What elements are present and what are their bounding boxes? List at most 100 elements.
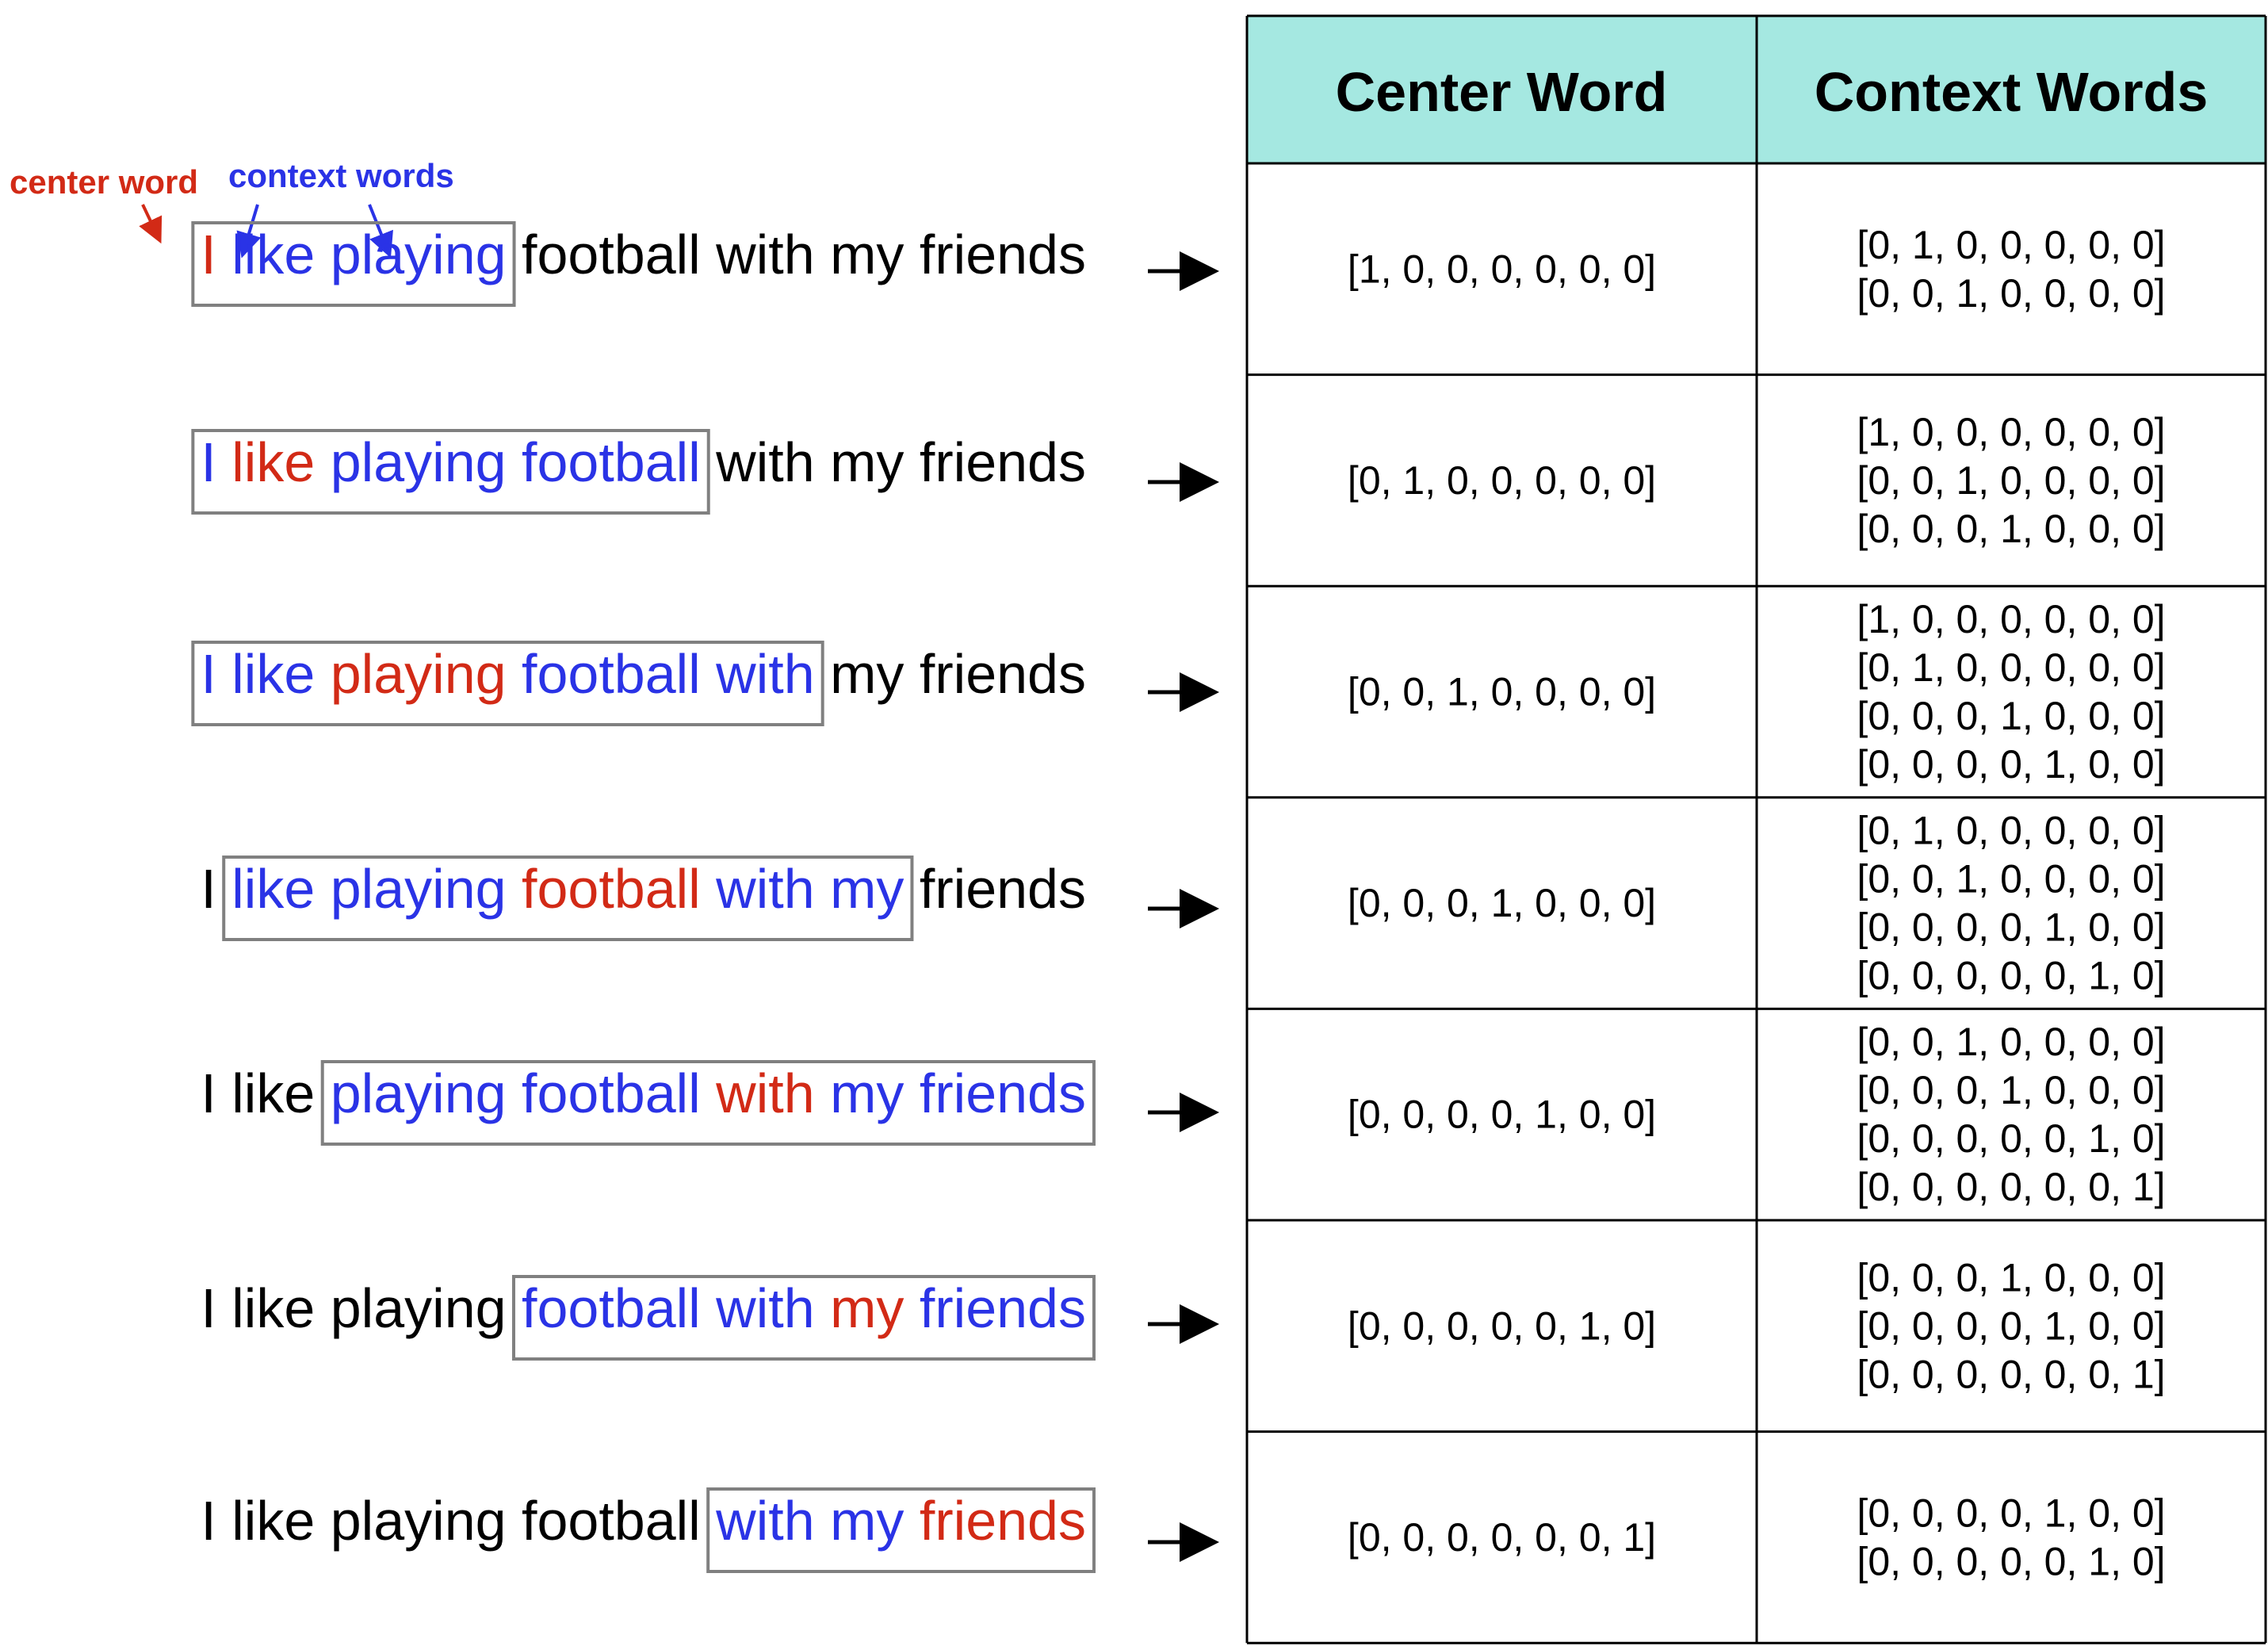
- sentence-word: playing: [315, 1490, 506, 1552]
- center-vector: [0, 0, 0, 0, 0, 1, 0]: [1348, 1303, 1656, 1348]
- context-words-label: context words: [228, 157, 454, 194]
- sentence-word: my: [815, 643, 905, 705]
- sentence-word: football: [507, 1490, 701, 1552]
- sentence-word: I: [201, 1062, 216, 1124]
- sentence-text: I like playing football with my friends: [201, 1490, 1086, 1552]
- context-vector: [0, 0, 0, 0, 1, 0, 0]: [1857, 1303, 2165, 1348]
- sentence-word: football: [507, 858, 701, 920]
- context-vector: [0, 0, 0, 0, 0, 0, 1]: [1857, 1352, 2165, 1396]
- context-vector: [1, 0, 0, 0, 0, 0, 0]: [1857, 597, 2165, 641]
- header-center-bg: [1247, 16, 1757, 163]
- context-vector: [0, 0, 1, 0, 0, 0, 0]: [1857, 458, 2165, 503]
- sentence-text: I like playing football with my friends: [201, 431, 1086, 493]
- sentence-text: I like playing football with my friends: [201, 224, 1086, 285]
- sentence-word: like: [216, 1062, 315, 1124]
- context-vector: [0, 0, 1, 0, 0, 0, 0]: [1857, 857, 2165, 901]
- context-window-box: [191, 429, 710, 515]
- sentence-row: I like playing football with my friends: [191, 429, 1219, 515]
- sentence-word: football: [507, 431, 701, 493]
- sentence-text: I like playing football with my friends: [201, 643, 1086, 705]
- context-vector: [0, 0, 0, 0, 0, 1, 0]: [1857, 1116, 2165, 1161]
- sentence-word: friends: [904, 643, 1086, 705]
- context-word-pointer-arrow-1: [236, 204, 262, 258]
- sentence-word: friends: [904, 1490, 1086, 1552]
- sentence-word: I: [201, 431, 216, 493]
- context-word-pointer-arrow-2: [368, 204, 393, 258]
- sentence-word: friends: [904, 1062, 1086, 1124]
- one-hot-table: Center Word Context Words [1, 0, 0, 0, 0…: [1245, 14, 2267, 1644]
- sentence-word: my: [815, 431, 905, 493]
- center-vector: [1, 0, 0, 0, 0, 0, 0]: [1348, 247, 1656, 291]
- sentence-word: my: [815, 1490, 905, 1552]
- sentence-word: with: [701, 224, 815, 285]
- sentence-row: I like playing football with my friends: [201, 856, 1219, 941]
- context-vector: [0, 0, 0, 1, 0, 0, 0]: [1857, 1068, 2165, 1112]
- sentence-word: with: [701, 1062, 815, 1124]
- sentence-row: I like playing football with my friends: [201, 1487, 1219, 1573]
- sentence-windows: I like playing football with my friendsI…: [191, 221, 1219, 1573]
- sentence-word: with: [701, 858, 815, 920]
- center-vector: [0, 0, 1, 0, 0, 0, 0]: [1348, 670, 1656, 714]
- sentence-word: friends: [904, 1277, 1086, 1339]
- context-vector: [0, 1, 0, 0, 0, 0, 0]: [1857, 809, 2165, 853]
- sentence-word: football: [507, 1277, 701, 1339]
- center-word-label: center word: [10, 163, 198, 201]
- sentence-word: with: [701, 431, 815, 493]
- center-word-pointer-arrow: [139, 204, 163, 244]
- context-window-box: [320, 1060, 1096, 1146]
- sentence-word: like: [216, 1490, 315, 1552]
- sentence-word: I: [201, 643, 216, 705]
- sentence-word: playing: [315, 431, 506, 493]
- sentence-word: playing: [315, 224, 506, 285]
- context-vector: [0, 0, 0, 0, 0, 1, 0]: [1857, 1539, 2165, 1583]
- header-context-words: Context Words: [1815, 61, 2209, 123]
- context-window-box: [512, 1275, 1096, 1361]
- sentence-row: I like playing football with my friends: [191, 221, 1219, 307]
- sentence-word: I: [201, 858, 216, 920]
- center-vector: [0, 0, 0, 1, 0, 0, 0]: [1348, 881, 1656, 925]
- sentence-word: football: [507, 224, 701, 285]
- sentence-word: with: [701, 1277, 815, 1339]
- sentence-word: football: [507, 1062, 701, 1124]
- sentence-text: I like playing football with my friends: [201, 858, 1086, 920]
- context-vector: [0, 0, 0, 1, 0, 0, 0]: [1857, 507, 2165, 551]
- sentence-word: playing: [315, 643, 506, 705]
- sentence-row: I like playing football with my friends: [201, 1275, 1219, 1361]
- context-vector: [0, 0, 0, 0, 1, 0, 0]: [1857, 905, 2165, 950]
- context-window-box: [222, 856, 914, 941]
- context-vector: [0, 0, 0, 0, 0, 1, 0]: [1857, 954, 2165, 998]
- table-body: [1, 0, 0, 0, 0, 0, 0][0, 1, 0, 0, 0, 0, …: [1348, 223, 2166, 1584]
- context-vector: [0, 0, 0, 0, 1, 0, 0]: [1857, 1491, 2165, 1535]
- center-vector: [0, 1, 0, 0, 0, 0, 0]: [1348, 458, 1656, 503]
- sentence-word: I: [201, 224, 216, 285]
- context-vector: [0, 0, 0, 1, 0, 0, 0]: [1857, 1255, 2165, 1300]
- sentence-word: I: [201, 1490, 216, 1552]
- sentence-word: my: [815, 858, 905, 920]
- sentence-word: friends: [904, 431, 1086, 493]
- sentence-word: football: [507, 643, 701, 705]
- sentence-word: with: [701, 643, 815, 705]
- sentence-word: I: [201, 1277, 216, 1339]
- sentence-word: like: [216, 431, 315, 493]
- sentence-word: my: [815, 1277, 905, 1339]
- sentence-word: like: [216, 643, 315, 705]
- context-vector: [0, 1, 0, 0, 0, 0, 0]: [1857, 223, 2165, 267]
- sentence-word: with: [701, 1490, 815, 1552]
- sentence-text: I like playing football with my friends: [201, 1277, 1086, 1339]
- sentence-word: like: [216, 224, 315, 285]
- sentence-word: friends: [904, 224, 1086, 285]
- context-vector: [0, 0, 1, 0, 0, 0, 0]: [1857, 271, 2165, 316]
- context-vector: [1, 0, 0, 0, 0, 0, 0]: [1857, 410, 2165, 454]
- sentence-word: my: [815, 224, 905, 285]
- sentence-word: friends: [904, 858, 1086, 920]
- sentence-word: like: [216, 1277, 315, 1339]
- sentence-word: playing: [315, 1277, 506, 1339]
- context-vector: [0, 0, 0, 0, 0, 0, 1]: [1857, 1165, 2165, 1209]
- header-context-bg: [1757, 16, 2266, 163]
- context-vector: [0, 0, 0, 0, 1, 0, 0]: [1857, 742, 2165, 787]
- sentence-row: I like playing football with my friends: [191, 641, 1219, 726]
- context-vector: [0, 1, 0, 0, 0, 0, 0]: [1857, 645, 2165, 690]
- sentence-word: playing: [315, 858, 506, 920]
- center-vector: [0, 0, 0, 0, 0, 0, 1]: [1348, 1515, 1656, 1560]
